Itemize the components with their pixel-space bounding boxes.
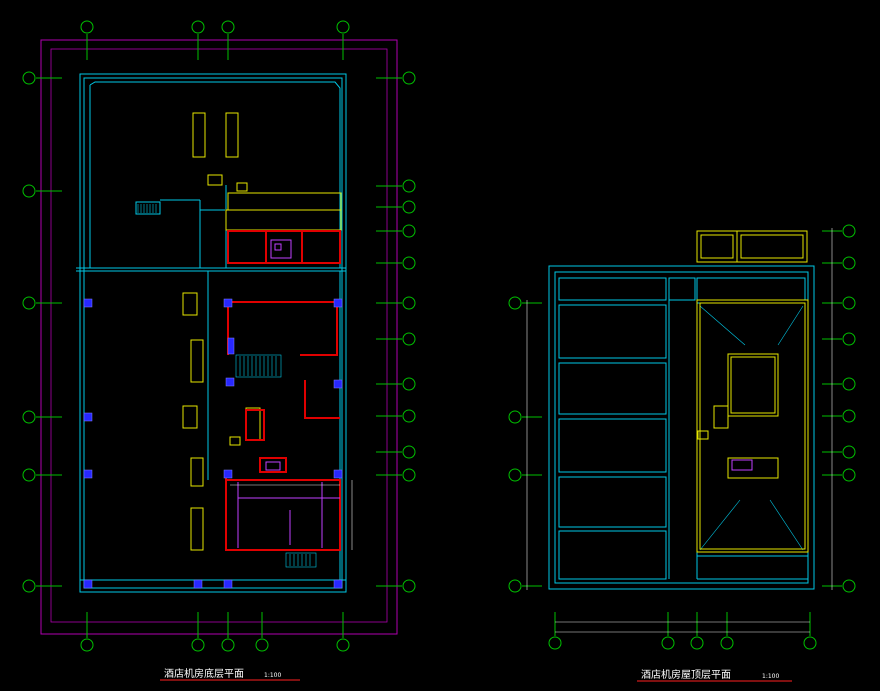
dimension-lines — [230, 480, 353, 550]
roof-bottom-axis-markers — [548, 612, 817, 650]
structural-columns — [83, 298, 343, 589]
roof-slope-lines — [699, 305, 804, 551]
roof-parapets — [696, 230, 809, 553]
ground-floor-plan — [22, 20, 416, 652]
top-axis-markers — [80, 20, 350, 60]
roof-right-axis-markers — [822, 224, 856, 593]
roof-walls — [548, 265, 815, 590]
dimension-frame — [50, 48, 388, 623]
roof-left-axis-markers — [508, 296, 542, 593]
left-drawing-title: 酒店机房底层平面 — [164, 667, 244, 680]
pump-symbols — [237, 239, 340, 548]
stair-left-upper — [137, 204, 157, 213]
left-drawing-scale: 1:100 — [264, 672, 281, 679]
machine-rooms — [225, 230, 341, 551]
left-axis-markers — [22, 71, 62, 593]
drawing-titles: 酒店机房底层平面 1:100 酒店机房屋顶层平面 1:100 — [160, 667, 792, 682]
building-walls — [76, 73, 347, 593]
right-drawing-title: 酒店机房屋顶层平面 — [641, 668, 731, 681]
right-drawing-scale: 1:100 — [762, 673, 779, 680]
roof-dimension-lines — [526, 228, 833, 633]
roof-plan — [508, 224, 856, 650]
equipment-pads — [182, 112, 342, 551]
site-boundary — [40, 39, 398, 635]
roof-equipment — [731, 459, 753, 471]
bottom-axis-markers — [80, 612, 350, 652]
right-axis-markers — [376, 71, 416, 593]
stair-left-lower — [235, 354, 317, 568]
